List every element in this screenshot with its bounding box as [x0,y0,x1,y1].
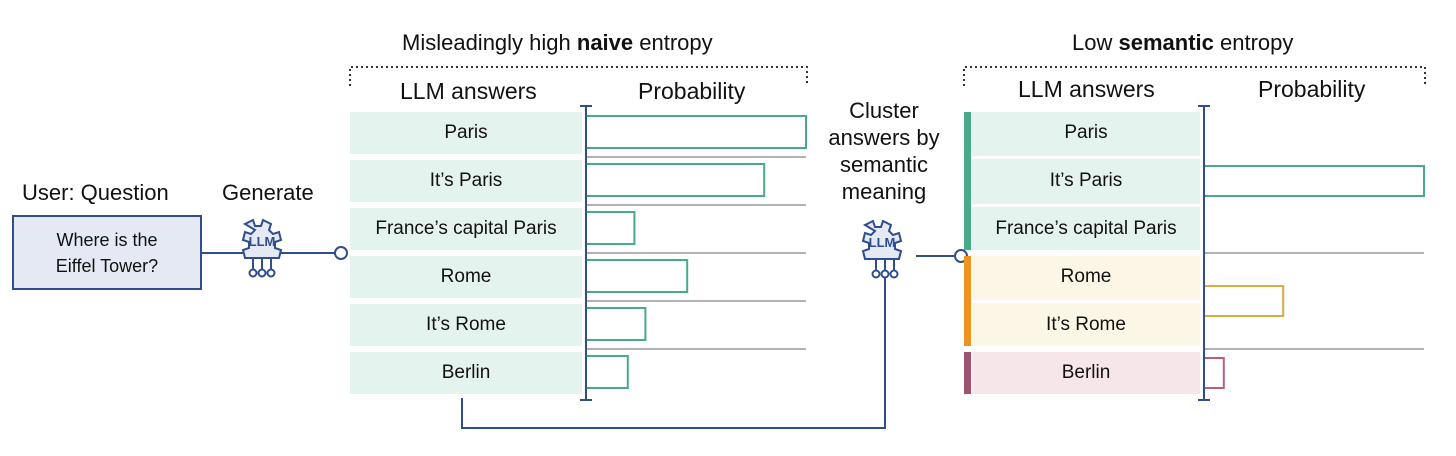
answer-row: It’s Paris [350,160,582,202]
row-gap [972,156,1200,159]
row-gap [972,204,1200,207]
cluster-color-strip [964,352,971,394]
answer-row: Paris [350,112,582,154]
llm-icon-text: LLM [869,235,896,250]
cluster-block [972,112,1200,250]
answer-row: It’s Rome [1046,314,1126,335]
cluster-color-strip [964,112,971,250]
right-col-answers: LLM answers [1018,76,1155,102]
generate-label: Generate [222,180,314,205]
cluster-probability-bar [1203,357,1225,389]
left-panel-title: Misleadingly high naive entropy [402,30,713,55]
user-question-label: User: Question [22,180,169,205]
question-line-2: Eiffel Tower? [55,255,159,276]
left-connector-dot [334,246,348,260]
cluster-label: Cluster answers by semantic meaning [828,98,940,204]
llm-chip-icon: LLM [861,219,903,279]
cluster-probability-bar [1203,165,1425,197]
answer-row: Paris [1064,122,1108,143]
left-title-bracket [349,66,808,86]
answers-to-cluster-line [461,272,886,429]
answer-row: It’s Rome [350,304,582,346]
answer-row: It’s Paris [1049,170,1123,191]
llm-chip-icon: LLM [241,218,283,278]
cluster-block [972,352,1200,394]
answer-row: France’s capital Paris [995,218,1177,239]
answer-row: Berlin [350,352,582,394]
answer-row: Berlin [1061,362,1111,383]
answer-row: France’s capital Paris [350,208,582,250]
right-panel-title: Low semantic entropy [1072,30,1294,55]
left-col-answers: LLM answers [400,78,537,104]
answer-row: Rome [1060,266,1112,287]
right-col-probability: Probability [1258,76,1366,102]
row-gap [972,300,1200,303]
question-line-1: Where is the [56,229,158,250]
llm-icon-text: LLM [249,234,276,249]
cluster-probability-bar [1203,285,1285,317]
cluster-color-strip [964,256,971,346]
left-col-probability: Probability [638,78,746,104]
question-box: Where is the Eiffel Tower? [12,215,202,290]
answer-row: Rome [350,256,582,298]
